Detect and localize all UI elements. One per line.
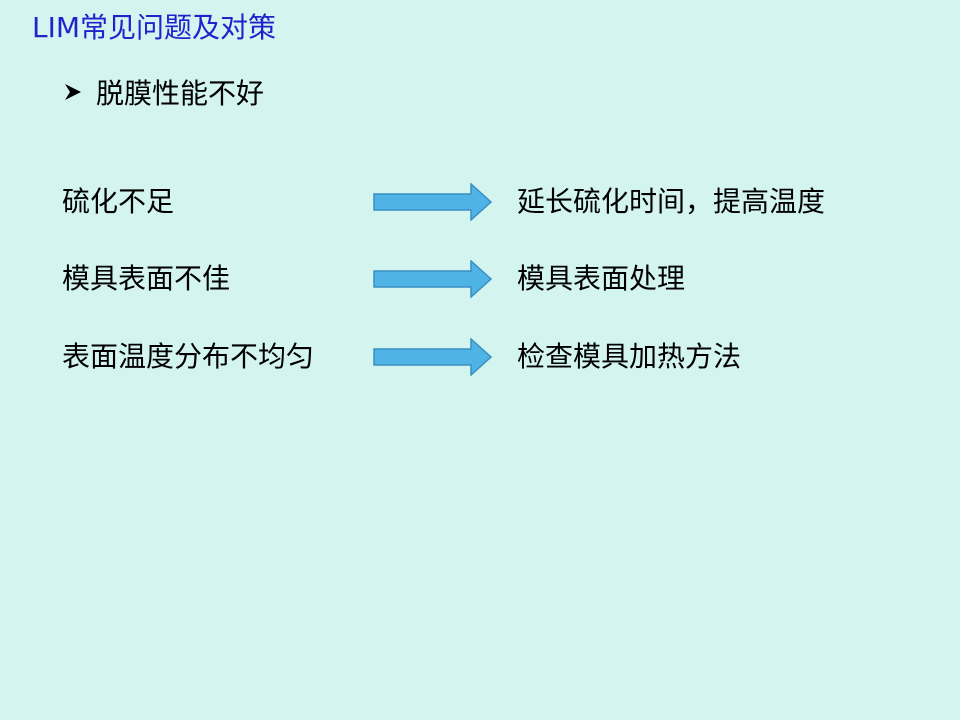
- problem-solution-row-3: 表面温度分布不均匀 检查模具加热方法: [0, 335, 960, 379]
- problem-text: 表面温度分布不均匀: [62, 340, 315, 373]
- problem-solution-row-2: 模具表面不佳 模具表面处理: [0, 257, 960, 301]
- right-arrow-icon: [373, 183, 493, 221]
- solution-text: 延长硫化时间，提高温度: [517, 185, 826, 218]
- bullet-text: 脱膜性能不好: [96, 77, 265, 110]
- problem-text: 模具表面不佳: [62, 262, 231, 295]
- bullet-item: 脱膜性能不好: [62, 72, 264, 112]
- problem-text: 硫化不足: [62, 185, 175, 218]
- solution-text: 检查模具加热方法: [517, 340, 742, 373]
- right-arrow-icon: [373, 338, 493, 376]
- right-arrow-icon: [373, 260, 493, 298]
- slide-title: LIM常见问题及对策: [32, 11, 277, 44]
- solution-text: 模具表面处理: [517, 262, 686, 295]
- problem-solution-row-1: 硫化不足 延长硫化时间，提高温度: [0, 180, 960, 224]
- arrowhead-bullet-icon: [65, 84, 81, 100]
